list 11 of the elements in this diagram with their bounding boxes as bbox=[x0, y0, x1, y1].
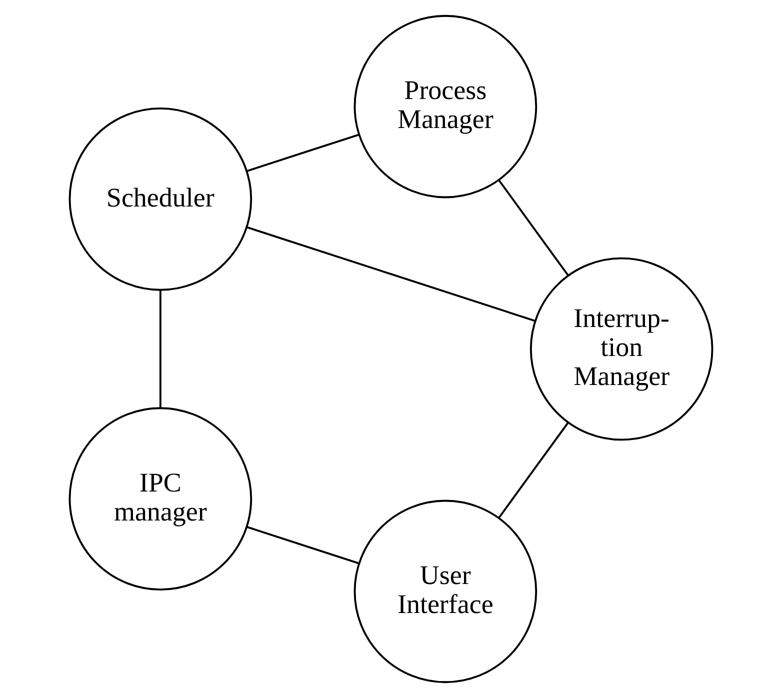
connector bbox=[246, 134, 359, 172]
connector bbox=[497, 422, 568, 519]
connector bbox=[158, 290, 161, 408]
node-circle: Scheduler bbox=[68, 108, 252, 291]
connector bbox=[246, 526, 359, 564]
node-circle: IPC manager bbox=[68, 407, 252, 590]
connector bbox=[246, 226, 535, 322]
connector bbox=[498, 180, 569, 276]
node-circle: Process Manager bbox=[353, 14, 537, 198]
node-circle: User Interface bbox=[353, 500, 537, 684]
node-circle: Interrup- tion Manager bbox=[529, 257, 713, 441]
